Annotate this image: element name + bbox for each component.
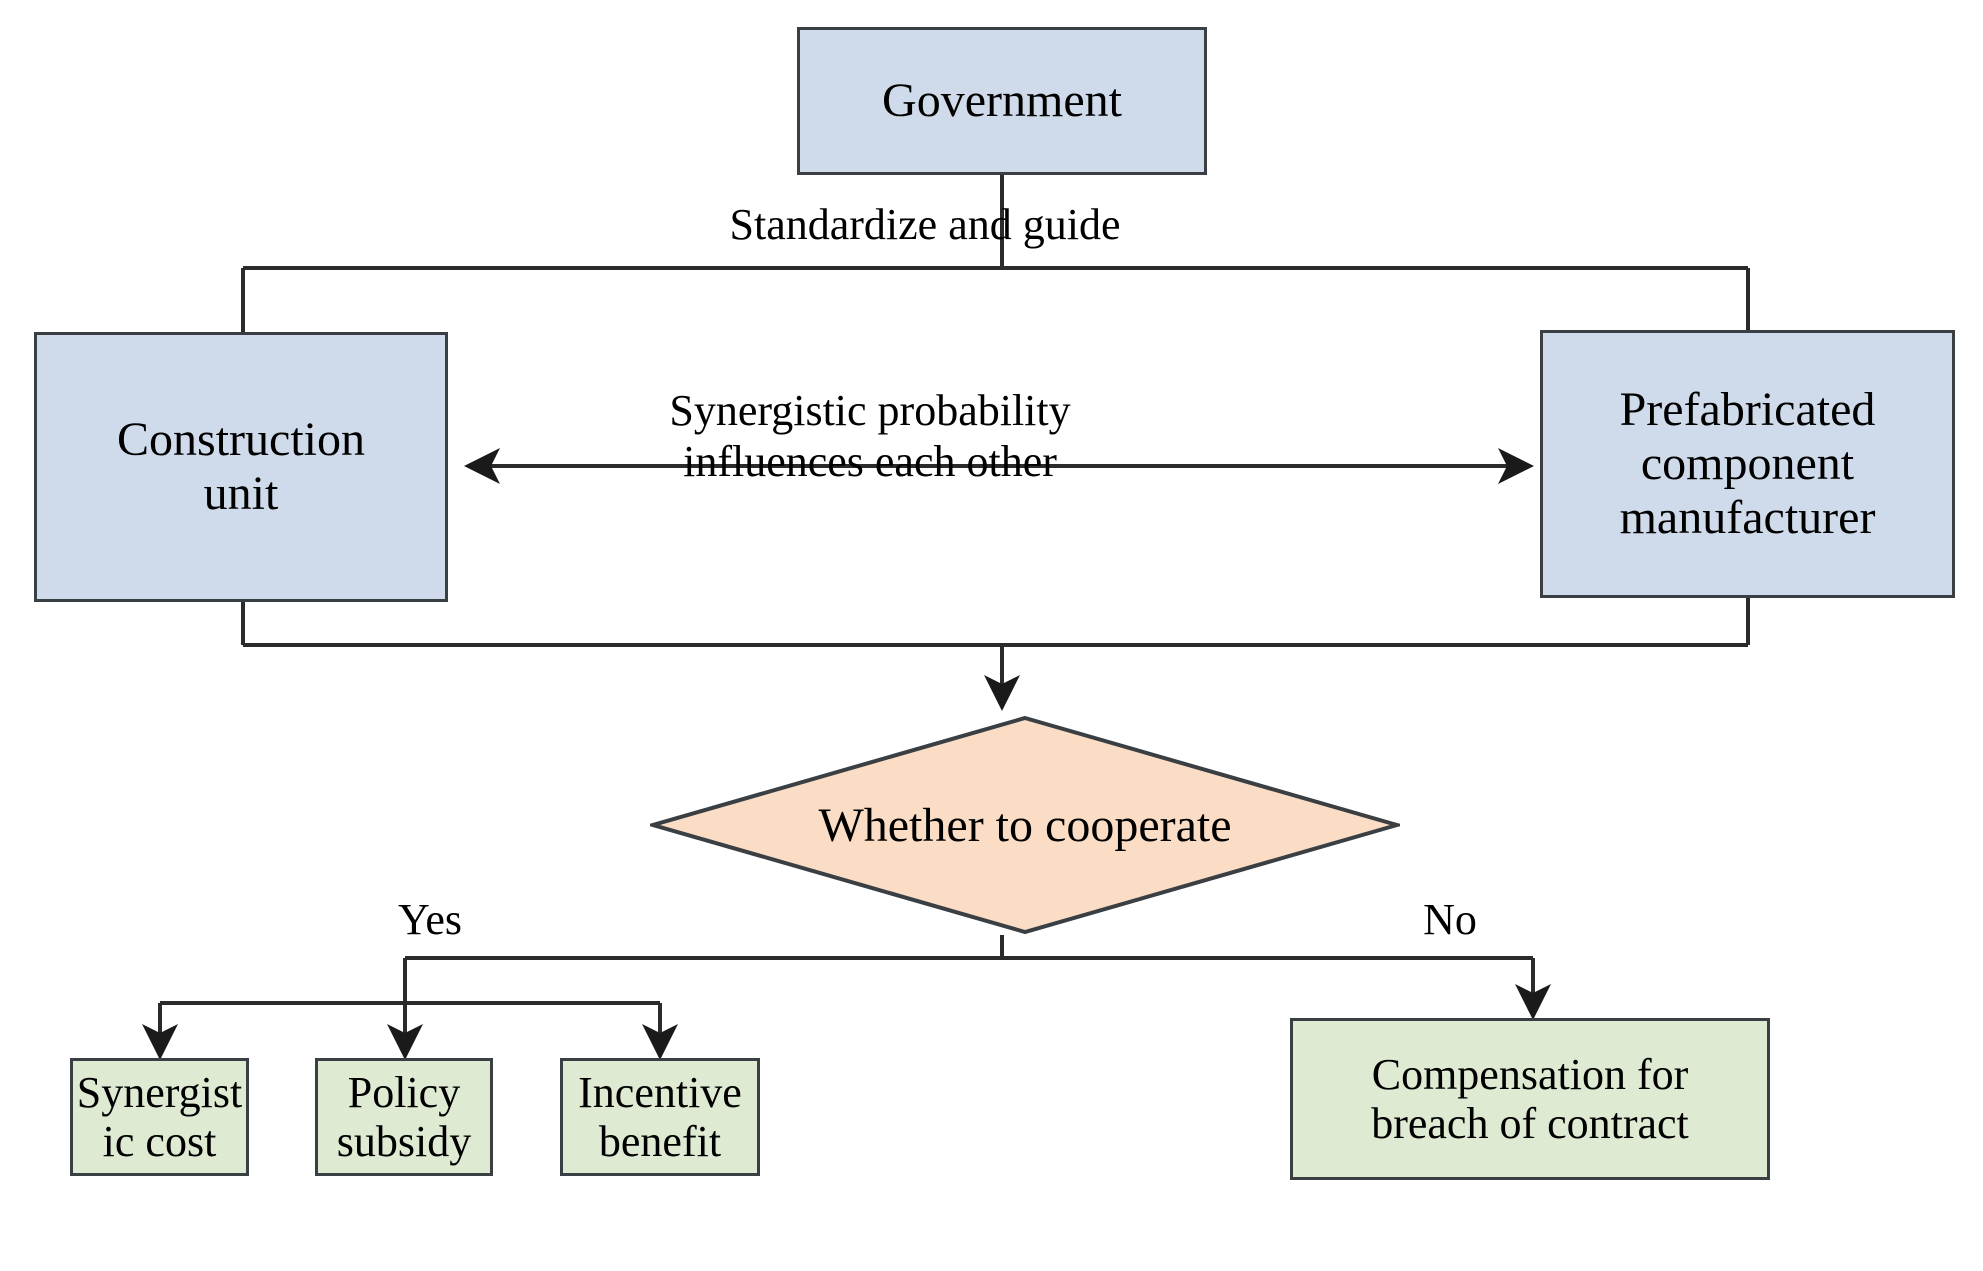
edge-label-yes: Yes [397,895,463,944]
node-construction-unit[interactable]: Construction unit [34,332,448,602]
node-synergistic-cost-label: Synergist ic cost [76,1067,243,1166]
node-prefab-manufacturer-label: Prefabricated component manufacturer [1619,383,1876,544]
node-incentive-benefit-label: Incentive benefit [578,1067,742,1166]
node-compensation-breach[interactable]: Compensation for breach of contract [1290,1018,1770,1180]
node-decision-label-wrap: Whether to cooperate [650,715,1400,935]
node-policy-subsidy-label: Policy subsidy [336,1067,472,1166]
edge-label-standardize: Standardize and guide [729,200,1121,249]
node-policy-subsidy[interactable]: Policy subsidy [315,1058,493,1176]
node-incentive-benefit[interactable]: Incentive benefit [560,1058,760,1176]
edge-label-synergy: Synergistic probability influences each … [669,386,1071,486]
decision-diamond-shape [645,715,1405,935]
node-decision-label: Whether to cooperate [818,798,1232,852]
node-construction-unit-label: Construction unit [117,413,365,520]
node-synergistic-cost[interactable]: Synergist ic cost [70,1058,249,1176]
node-decision[interactable]: Whether to cooperate [645,715,1405,935]
node-government[interactable]: Government [797,27,1207,175]
node-government-label: Government [882,74,1122,128]
node-prefab-manufacturer[interactable]: Prefabricated component manufacturer [1540,330,1955,598]
node-compensation-breach-label: Compensation for breach of contract [1371,1049,1689,1148]
